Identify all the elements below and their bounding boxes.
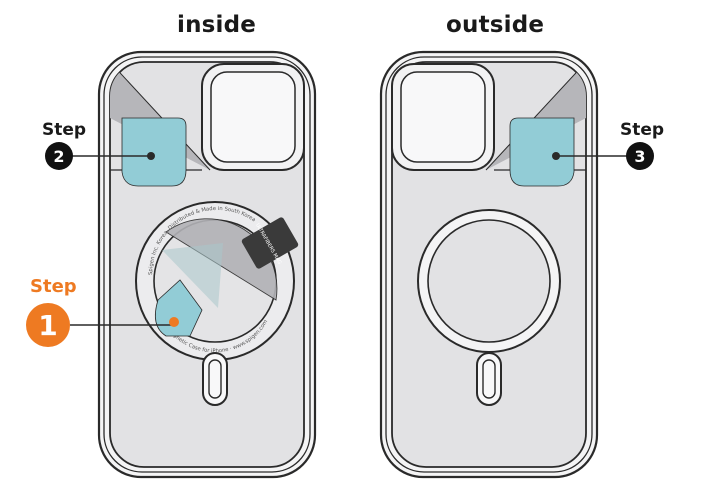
step-3-label: Step <box>620 120 665 140</box>
inside-case: ULTRAFIBERS MAG Spigen Inc. Korea, Distr… <box>97 50 317 479</box>
outside-pull-tab <box>509 117 575 187</box>
step-2-number: 2 <box>53 147 64 166</box>
step-3-badge <box>626 142 654 170</box>
inside-pull-tab <box>121 117 187 187</box>
step-3-target-dot <box>552 152 560 160</box>
step-3-number: 3 <box>634 147 645 166</box>
step-1-target-dot <box>169 317 179 327</box>
inside-title: inside <box>177 12 257 38</box>
outside-case <box>379 50 599 479</box>
step-2-target-dot <box>147 152 155 160</box>
step-1-label: Step <box>30 276 77 297</box>
step-2-label: Step <box>42 120 87 140</box>
outside-title: outside <box>446 12 545 38</box>
step-1-badge <box>26 303 70 347</box>
ring-pull-tab <box>154 279 203 337</box>
step-2-badge <box>45 142 73 170</box>
step-1-number: 1 <box>38 309 57 342</box>
